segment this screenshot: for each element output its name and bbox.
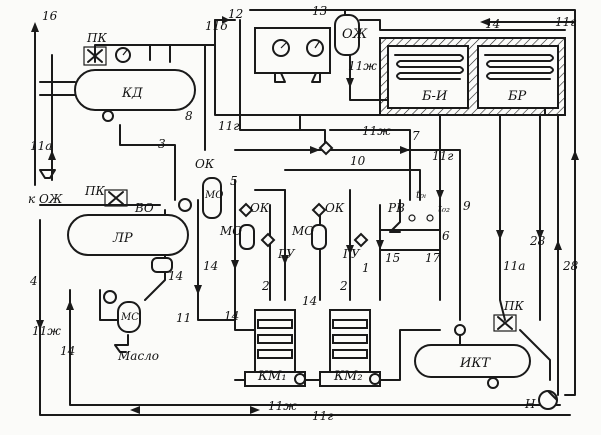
pump-n bbox=[538, 390, 558, 410]
compressor-km2 bbox=[319, 309, 381, 387]
label-11o: 11о bbox=[205, 19, 228, 33]
drain-basin bbox=[39, 169, 56, 179]
label-mo-right: МО bbox=[291, 224, 314, 238]
label-ms: МС bbox=[120, 312, 139, 323]
label-11g-mid: 11г bbox=[432, 149, 453, 163]
label-ozh: ОЖ bbox=[342, 27, 368, 42]
label-13: 13 bbox=[312, 4, 328, 18]
label-11zh-bot: 11ж bbox=[268, 399, 297, 413]
liquid-separator-ozh bbox=[334, 14, 360, 56]
label-14-b: 14 bbox=[168, 269, 183, 283]
oil-collector-ms bbox=[103, 290, 141, 353]
gauge-kd bbox=[115, 47, 131, 63]
label-7: 7 bbox=[412, 129, 420, 143]
label-kd: КД bbox=[121, 86, 143, 101]
label-km1: КМ₁ bbox=[257, 369, 287, 384]
label-11zh-left: 11ж bbox=[32, 324, 61, 338]
oil-separator-mo-right bbox=[311, 224, 327, 250]
label-15: 15 bbox=[385, 251, 400, 265]
label-gu-left: ГУ bbox=[277, 247, 296, 261]
label-8: 8 bbox=[185, 109, 193, 123]
label-mo-left: МО bbox=[219, 224, 242, 238]
tank-ikt bbox=[414, 324, 531, 389]
label-pk-ikt: ПК bbox=[503, 299, 524, 313]
oil-separator-mo-left bbox=[239, 224, 255, 250]
label-b-i: Б-И bbox=[421, 89, 448, 104]
label-2b: 2 bbox=[339, 279, 348, 293]
label-14-top: 14 bbox=[485, 17, 500, 31]
receiver-lr bbox=[39, 198, 192, 273]
label-1: 1 bbox=[362, 261, 370, 275]
label-br: БР bbox=[507, 89, 527, 104]
label-14-d: 14 bbox=[224, 309, 239, 323]
label-14-a: 14 bbox=[60, 344, 75, 358]
label-t-oi: t₀ᵢ bbox=[416, 190, 426, 201]
label-4: 4 bbox=[29, 274, 38, 288]
label-gu-right: ГУ bbox=[342, 247, 361, 261]
label-mo-main: МО bbox=[204, 190, 223, 201]
label-10: 10 bbox=[350, 154, 366, 168]
label-pk-lr: ПК bbox=[84, 184, 105, 198]
label-pk-kd: ПК bbox=[86, 31, 107, 45]
label-ok-top: ОК bbox=[195, 157, 215, 171]
label-3: 3 bbox=[158, 137, 166, 151]
label-maslo: Масло bbox=[117, 349, 159, 363]
label-11g-vert: 11г bbox=[218, 119, 239, 133]
label-28a: 28 bbox=[529, 234, 546, 248]
safety-valve-ikt bbox=[493, 314, 517, 332]
label-n: Н bbox=[524, 397, 536, 411]
label-9: 9 bbox=[463, 199, 471, 213]
label-vo: ВО bbox=[134, 201, 154, 215]
oil-separator-mo bbox=[202, 177, 222, 219]
label-6: 6 bbox=[442, 229, 450, 243]
condenser-kd bbox=[39, 69, 196, 122]
label-11zh-ozh: 11ж bbox=[348, 59, 377, 73]
label-11a-left: 11а bbox=[30, 139, 52, 153]
label-11a-right: 11а bbox=[503, 259, 525, 273]
label-k-ozh: к ОЖ bbox=[28, 192, 63, 206]
safety-valve-lr bbox=[104, 189, 128, 207]
label-11zh-mid: 11ж bbox=[362, 124, 391, 138]
label-12: 12 bbox=[228, 7, 243, 21]
label-11: 11 bbox=[176, 311, 191, 325]
label-11g-top: 11г bbox=[555, 15, 576, 29]
label-28b: 28 bbox=[562, 259, 579, 273]
label-ikt: ИКТ bbox=[459, 356, 491, 371]
compressor-km1 bbox=[244, 309, 306, 387]
label-lr: ЛР bbox=[112, 231, 133, 246]
label-km2: КМ₂ bbox=[333, 369, 363, 384]
safety-valve-kd bbox=[83, 46, 107, 66]
expansion-valve-rv bbox=[389, 199, 434, 233]
label-2a: 2 bbox=[261, 279, 270, 293]
label-rv: РВ bbox=[387, 201, 405, 215]
label-16: 16 bbox=[42, 9, 58, 23]
label-t-o2: t₀₂ bbox=[438, 204, 450, 215]
label-17: 17 bbox=[425, 251, 441, 265]
label-ok-right: ОК bbox=[325, 201, 345, 215]
label-5: 5 bbox=[230, 174, 238, 188]
label-14-e: 14 bbox=[302, 294, 317, 308]
cold-chamber bbox=[379, 37, 566, 116]
gauge-panel bbox=[254, 27, 331, 83]
label-11g-bot: 11г bbox=[312, 409, 333, 423]
fittings bbox=[238, 140, 369, 248]
label-ok-left: ОК bbox=[250, 201, 270, 215]
label-14-c: 14 bbox=[203, 259, 218, 273]
